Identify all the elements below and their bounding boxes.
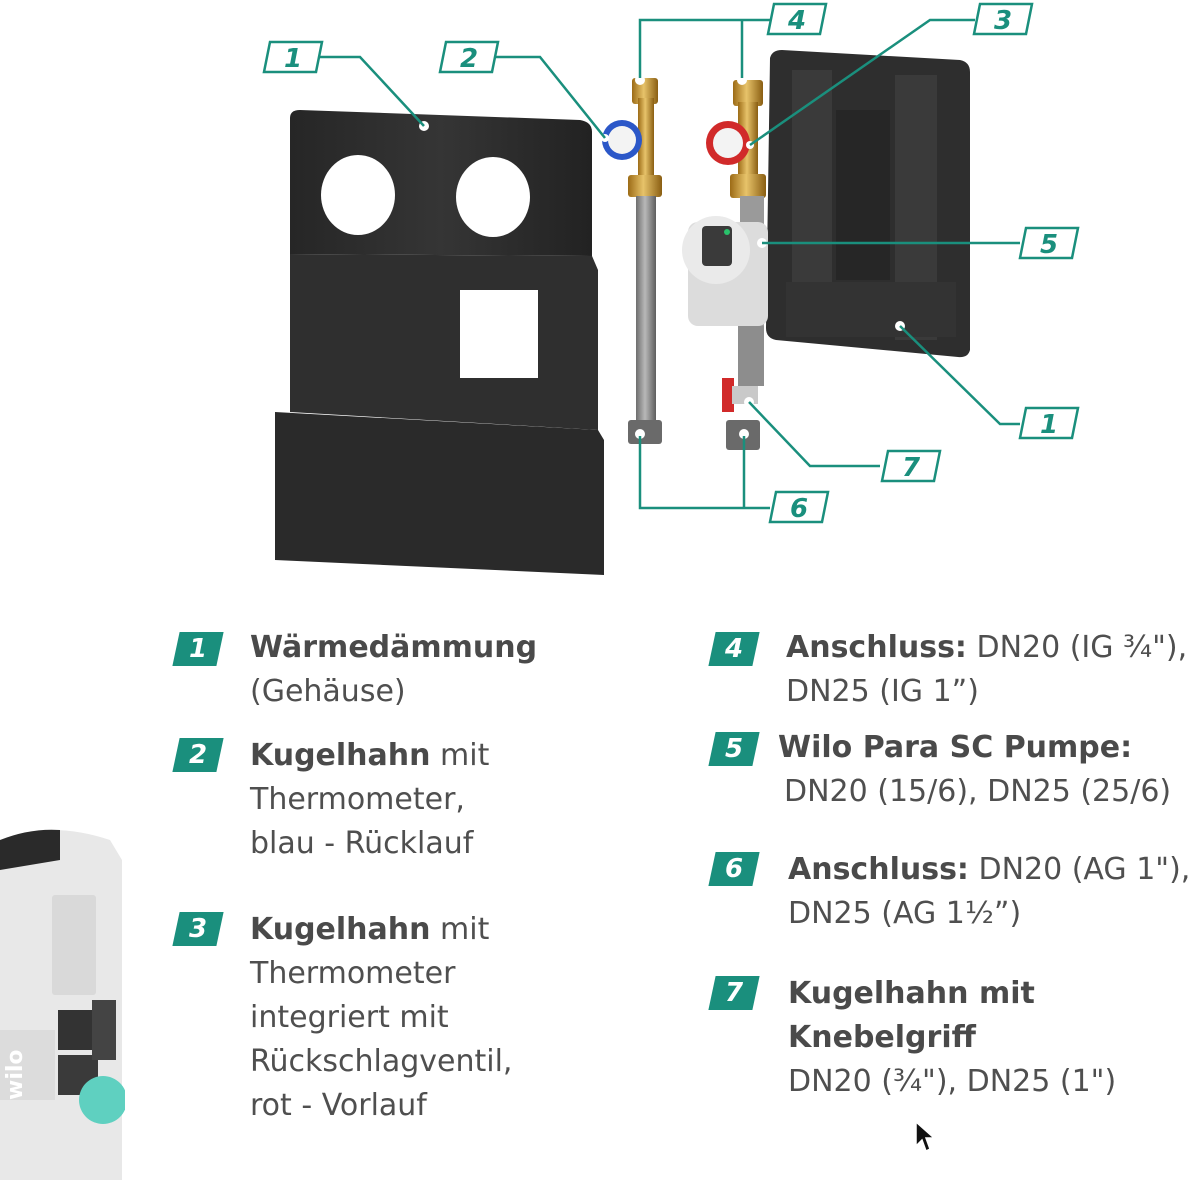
callout-3: 3 [972, 2, 1034, 36]
legend-badge-4: 4 [708, 632, 760, 666]
svg-text:1: 1 [284, 44, 302, 74]
legend-item-6: Anschluss: DN20 (AG 1"), DN25 (AG 1½”) [788, 852, 1191, 931]
svg-text:5: 5 [1040, 230, 1058, 260]
legend-badge-1: 1 [172, 632, 224, 666]
svg-text:2: 2 [460, 44, 478, 74]
callout-1-top: 1 [262, 40, 324, 74]
mouse-cursor-icon [915, 1120, 936, 1153]
legend-badge-6: 6 [708, 852, 760, 886]
legend-badge-5: 5 [708, 732, 760, 766]
legend-item-4: Anschluss: DN20 (IG ¾"), DN25 (IG 1”) [786, 630, 1188, 709]
legend-item-1: Wärmedämmung (Gehäuse) [250, 630, 538, 709]
legend-badge-7: 7 [708, 976, 760, 1010]
legend-item-5: Wilo Para SC Pumpe: DN20 (15/6), DN25 (2… [778, 730, 1172, 809]
svg-text:1: 1 [1040, 410, 1058, 440]
return-pipe-assembly [601, 75, 662, 444]
legend-item-3: Kugelhahn mit Thermometer integriert mit… [250, 912, 513, 1123]
legend-item-2: Kugelhahn mit Thermometer, blau - Rückla… [250, 738, 490, 861]
callout-1-right: 1 [1018, 406, 1080, 440]
svg-text:3: 3 [994, 6, 1012, 36]
supply-pipe-assembly [682, 75, 768, 450]
legend-badge-2: 2 [172, 738, 224, 772]
callout-2: 2 [438, 40, 500, 74]
wilo-logo: wilo [3, 1049, 28, 1100]
leader-lines [320, 18, 1020, 510]
insulation-front-shell [275, 110, 604, 575]
insulation-back-shell [766, 50, 970, 358]
callout-5: 5 [1018, 226, 1080, 260]
svg-text:6: 6 [790, 494, 808, 524]
svg-text:7: 7 [902, 453, 921, 483]
callout-6: 6 [768, 490, 830, 524]
svg-text:4: 4 [787, 6, 806, 36]
callout-7: 7 [880, 449, 942, 483]
product-diagram: 1 2 4 3 5 1 7 6 [262, 2, 1080, 575]
pump-closeup-image: wilo [0, 829, 125, 1180]
callout-4: 4 [766, 2, 828, 36]
legend-badge-3: 3 [172, 912, 224, 946]
legend-item-7: Kugelhahn mit Knebelgriff DN20 (¾"), DN2… [788, 976, 1117, 1099]
